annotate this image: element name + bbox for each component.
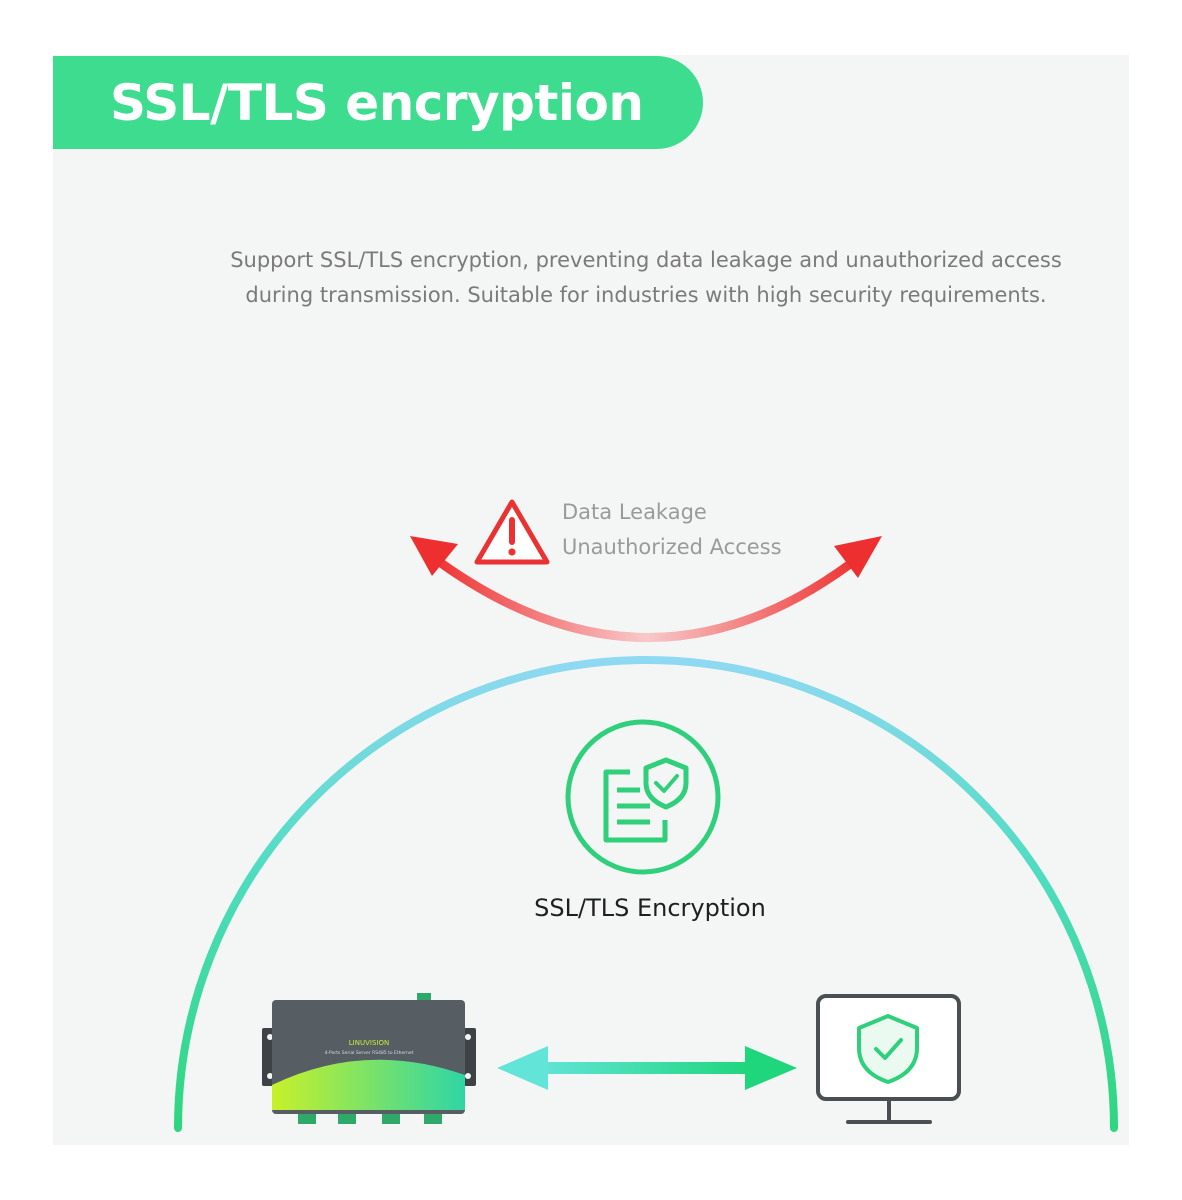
threat-arrowhead-left (410, 536, 458, 576)
protection-dome (174, 656, 1118, 1132)
threat-unauthorized-access: Unauthorized Access (562, 535, 782, 559)
document-shield-icon (565, 719, 721, 875)
device-brand: LINUVISION (349, 1039, 389, 1047)
serial-server-device: LINUVISION 4-Ports Serial Server RS485 t… (262, 993, 476, 1124)
description-line-1: Support SSL/TLS encryption, preventing d… (230, 248, 1062, 272)
device-subtitle: 4-Ports Serial Server RS485 to Ethernet (325, 1050, 414, 1056)
content-panel (53, 55, 1129, 1145)
secure-link-arrow (497, 1046, 797, 1090)
page-title: SSL/TLS encryption (110, 74, 644, 132)
monitor-shield-icon (816, 994, 961, 1124)
encryption-label: SSL/TLS Encryption (534, 894, 766, 922)
warning-triangle-icon (474, 499, 550, 565)
threat-arrow (410, 536, 882, 642)
threat-arrowhead-right (834, 536, 882, 578)
title-banner (53, 56, 703, 149)
threat-data-leakage: Data Leakage (562, 500, 707, 524)
description: Support SSL/TLS encryption, preventing d… (160, 243, 1132, 313)
description-line-2: during transmission. Suitable for indust… (245, 283, 1047, 307)
